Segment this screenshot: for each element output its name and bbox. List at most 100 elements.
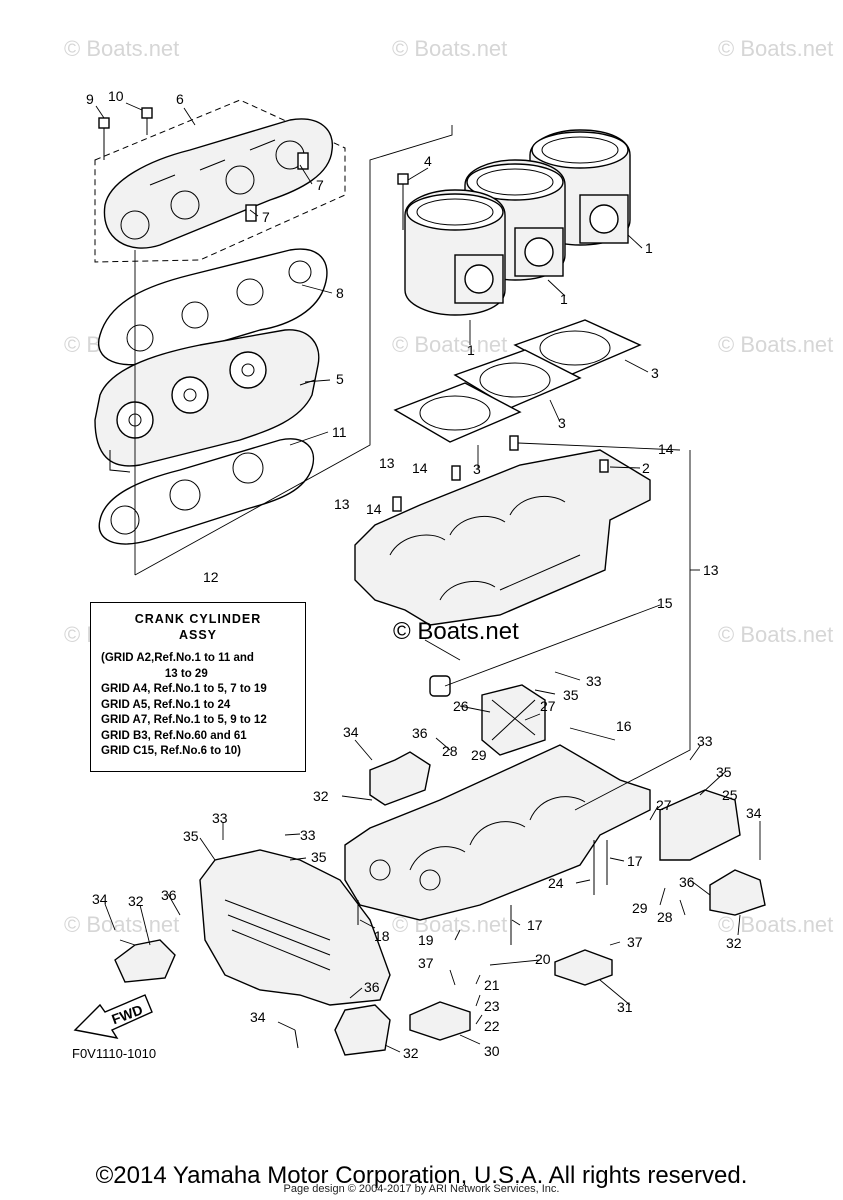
- callout-10: 10: [108, 88, 124, 104]
- callout-32: 32: [403, 1045, 419, 1061]
- callout-19: 19: [418, 932, 434, 948]
- callout-26: 26: [453, 698, 469, 714]
- watermark: © Boats.net: [718, 36, 834, 61]
- stud-bolt-4: [397, 173, 409, 230]
- assembly-title: CRANK CYLINDER: [134, 612, 262, 626]
- callout-37: 37: [627, 934, 643, 950]
- callout-35: 35: [563, 687, 579, 703]
- callout-27: 27: [656, 797, 672, 813]
- callout-18: 18: [374, 928, 390, 944]
- head-gasket-8: [97, 248, 328, 366]
- dowel-pin-14: [392, 496, 402, 512]
- callout-34: 34: [92, 891, 108, 907]
- watermark: © Boats.net: [392, 36, 508, 61]
- oil-seal-15: [429, 675, 451, 697]
- callout-28: 28: [442, 743, 458, 759]
- engine-mount-32: [114, 939, 176, 983]
- cylinder-gasket-3: [393, 382, 522, 443]
- callout-21: 21: [484, 977, 500, 993]
- callout-37: 37: [418, 955, 434, 971]
- callout-13: 13: [334, 496, 350, 512]
- forward-arrow-icon: [73, 994, 153, 1039]
- crankcase-lower: [344, 744, 651, 921]
- callout-3: 3: [558, 415, 566, 431]
- callout-31: 31: [617, 999, 633, 1015]
- assembly-subtitle: ASSY: [178, 627, 218, 642]
- callout-14: 14: [412, 460, 428, 476]
- callout-25: 25: [722, 787, 738, 803]
- callout-32: 32: [726, 935, 742, 951]
- callout-33: 33: [697, 733, 713, 749]
- callout-20: 20: [535, 951, 551, 967]
- bolt-10: [141, 107, 153, 135]
- callout-33: 33: [212, 810, 228, 826]
- callout-35: 35: [311, 849, 327, 865]
- callout-16: 16: [616, 718, 632, 734]
- callout-29: 29: [471, 747, 487, 763]
- callout-7: 7: [316, 177, 324, 193]
- assembly-line: GRID A5, Ref.No.1 to 24: [101, 698, 231, 711]
- callout-2: 2: [642, 460, 650, 476]
- callout-1: 1: [467, 342, 475, 358]
- callout-36: 36: [364, 979, 380, 995]
- callout-30: 30: [484, 1043, 500, 1059]
- callout-32: 32: [128, 893, 144, 909]
- callout-34: 34: [250, 1009, 266, 1025]
- page-design-credit: Page design © 2004-2017 by ARI Network S…: [283, 1183, 560, 1195]
- callout-5: 5: [336, 371, 344, 387]
- assembly-line: 13 to 29: [101, 667, 208, 680]
- callout-17: 17: [527, 917, 543, 933]
- callout-8: 8: [336, 285, 344, 301]
- engine-mount-32: [369, 751, 431, 806]
- callout-35: 35: [716, 764, 732, 780]
- damper-30: [409, 1001, 471, 1041]
- callout-1: 1: [560, 291, 568, 307]
- callout-14: 14: [366, 501, 382, 517]
- cylinder-head-5: [94, 329, 320, 473]
- figure-code: F0V1110-1010: [72, 1046, 157, 1061]
- head-gasket-11: [98, 438, 315, 545]
- callout-1: 1: [645, 240, 653, 256]
- callout-11: 11: [332, 424, 347, 440]
- callout-36: 36: [161, 887, 177, 903]
- engine-mount-32: [709, 869, 766, 916]
- callout-3: 3: [651, 365, 659, 381]
- callout-36: 36: [679, 874, 695, 890]
- callout-34: 34: [343, 724, 359, 740]
- callout-22: 22: [484, 1018, 500, 1034]
- callout-12: 12: [203, 569, 219, 585]
- dowel-pin-14: [451, 465, 461, 481]
- callout-29: 29: [632, 900, 648, 916]
- callout-33: 33: [586, 673, 602, 689]
- crankcase-upper: [354, 449, 651, 626]
- callout-28: 28: [657, 909, 673, 925]
- callout-32: 32: [313, 788, 329, 804]
- callout-33: 33: [300, 827, 316, 843]
- callout-17: 17: [627, 853, 643, 869]
- callout-9: 9: [86, 91, 94, 107]
- callout-35: 35: [183, 828, 199, 844]
- watermark: © Boats.net: [64, 912, 180, 937]
- bolts-lower: [294, 840, 608, 1049]
- callout-24: 24: [548, 875, 564, 891]
- callout-6: 6: [176, 91, 184, 107]
- assembly-line: GRID A7, Ref.No.1 to 5, 9 to 12: [101, 714, 267, 726]
- callout-7: 7: [262, 209, 270, 225]
- bolt-9: [98, 117, 110, 160]
- damper-31: [554, 949, 613, 986]
- leader-frames: [134, 125, 691, 811]
- watermark: © Boats.net: [718, 622, 834, 647]
- assembly-line: GRID B3, Ref.No.60 and 61: [101, 729, 247, 742]
- dowel-pin-2: [599, 459, 609, 473]
- callout-36: 36: [412, 725, 428, 741]
- watermark: © Boats.net: [392, 332, 508, 357]
- engine-mount-32: [334, 1004, 391, 1056]
- callout-3: 3: [473, 461, 481, 477]
- callout-27: 27: [540, 698, 556, 714]
- copyright-notice: ©2014 Yamaha Motor Corporation, U.S.A. A…: [95, 1162, 748, 1189]
- assembly-line: GRID A4, Ref.No.1 to 5, 7 to 19: [101, 683, 267, 695]
- callout-13: 13: [703, 562, 719, 578]
- callout-23: 23: [484, 998, 500, 1014]
- assembly-line: GRID C15, Ref.No.6 to 10): [101, 745, 241, 757]
- watermark: © Boats.net: [718, 332, 834, 357]
